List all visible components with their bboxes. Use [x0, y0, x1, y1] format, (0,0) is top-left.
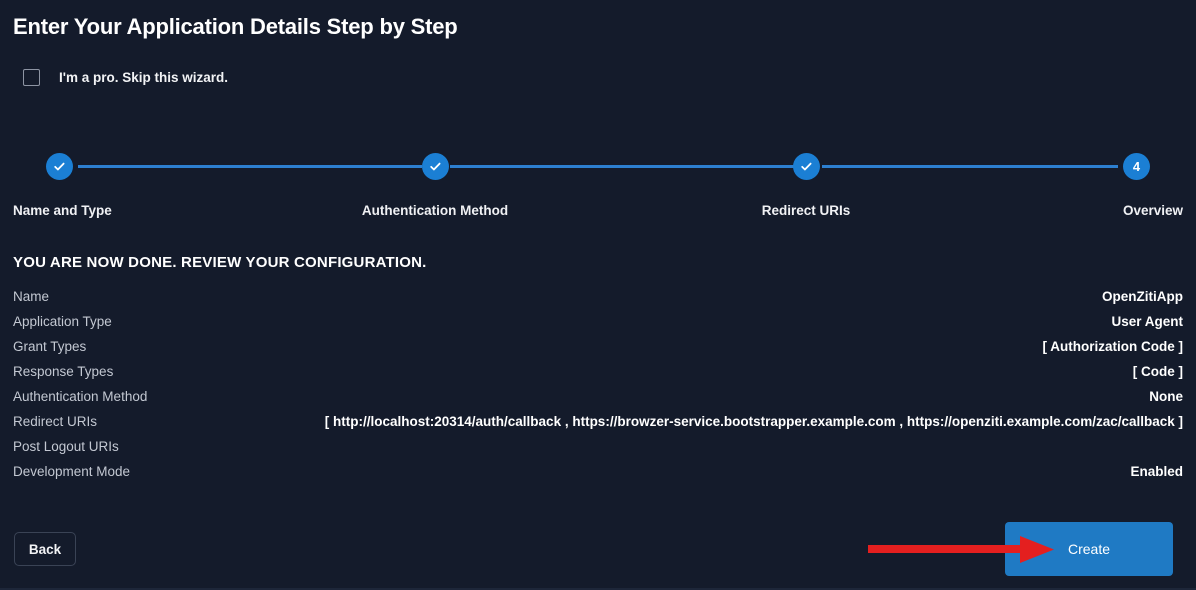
skip-wizard-row[interactable]: I'm a pro. Skip this wizard. — [23, 69, 228, 86]
stepper-step-authentication-method[interactable]: Authentication Method — [355, 153, 515, 218]
summary-row-redirect-uris: Redirect URIs [ http://localhost:20314/a… — [13, 414, 1183, 439]
summary-label-application-type: Application Type — [13, 314, 112, 329]
summary-row-name: Name OpenZitiApp — [13, 289, 1183, 314]
skip-wizard-checkbox[interactable] — [23, 69, 40, 86]
create-button[interactable]: Create — [1005, 522, 1173, 576]
summary-row-response-types: Response Types [ Code ] — [13, 364, 1183, 389]
summary-label-post-logout-uris: Post Logout URIs — [13, 439, 119, 454]
summary-label-grant-types: Grant Types — [13, 339, 87, 354]
summary-label-response-types: Response Types — [13, 364, 114, 379]
stepper-connector-2 — [450, 165, 794, 168]
summary-label-redirect-uris: Redirect URIs — [13, 414, 98, 429]
step-complete-check-icon — [46, 153, 73, 180]
step-number-badge: 4 — [1123, 153, 1150, 180]
summary-row-development-mode: Development Mode Enabled — [13, 464, 1183, 489]
stepper-label-redirect-uris: Redirect URIs — [761, 203, 851, 218]
summary-label-development-mode: Development Mode — [13, 464, 131, 479]
wizard-stepper: Name and Type Authentication Method Redi… — [0, 153, 1196, 223]
stepper-label-overview: Overview — [1122, 203, 1183, 218]
summary-value-application-type: User Agent — [1111, 314, 1183, 329]
stepper-step-name-and-type[interactable]: Name and Type — [13, 153, 173, 218]
stepper-connector-1 — [78, 165, 422, 168]
summary-row-application-type: Application Type User Agent — [13, 314, 1183, 339]
back-button[interactable]: Back — [14, 532, 76, 566]
summary-label-name: Name — [13, 289, 50, 304]
summary-row-grant-types: Grant Types [ Authorization Code ] — [13, 339, 1183, 364]
review-heading: YOU ARE NOW DONE. REVIEW YOUR CONFIGURAT… — [13, 254, 427, 271]
stepper-connector-3 — [822, 165, 1118, 168]
summary-value-redirect-uris: [ http://localhost:20314/auth/callback ,… — [324, 414, 1183, 429]
summary-row-post-logout-uris: Post Logout URIs — [13, 439, 1183, 464]
page-title: Enter Your Application Details Step by S… — [13, 14, 458, 39]
stepper-step-overview[interactable]: 4 Overview — [1023, 153, 1183, 218]
configuration-summary: Name OpenZitiApp Application Type User A… — [13, 289, 1183, 489]
step-complete-check-icon — [792, 153, 820, 180]
stepper-step-redirect-uris[interactable]: Redirect URIs — [726, 153, 886, 218]
summary-value-grant-types: [ Authorization Code ] — [1042, 339, 1183, 354]
summary-value-response-types: [ Code ] — [1132, 364, 1183, 379]
summary-value-name: OpenZitiApp — [1102, 289, 1183, 304]
step-complete-check-icon — [421, 153, 449, 180]
summary-label-authentication-method: Authentication Method — [13, 389, 148, 404]
summary-value-authentication-method: None — [1149, 389, 1183, 404]
summary-row-authentication-method: Authentication Method None — [13, 389, 1183, 414]
stepper-label-authentication-method: Authentication Method — [361, 203, 509, 218]
summary-value-development-mode: Enabled — [1130, 464, 1183, 479]
stepper-label-name-and-type: Name and Type — [13, 203, 112, 218]
skip-wizard-label: I'm a pro. Skip this wizard. — [59, 70, 228, 85]
